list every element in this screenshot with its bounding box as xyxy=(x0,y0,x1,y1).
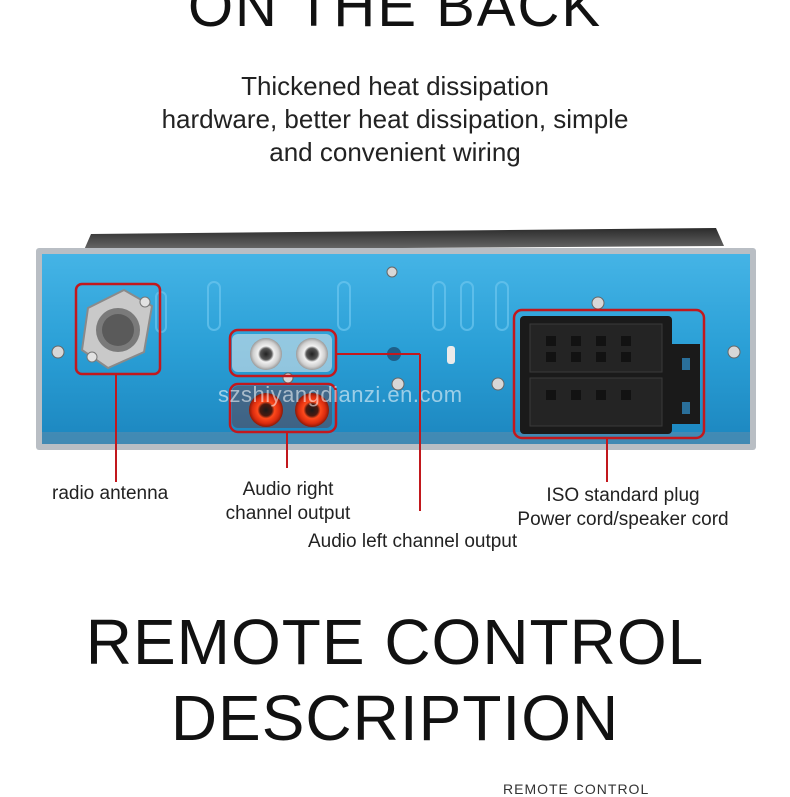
footer-partial-text: REMOTE CONTROL xyxy=(503,781,650,797)
subtitle-line-2: hardware, better heat dissipation, simpl… xyxy=(161,104,629,134)
label-audio-right: Audio right channel output xyxy=(208,478,368,526)
heading-description: DESCRIPTION xyxy=(170,682,620,754)
subtitle-line-1: Thickened heat dissipation xyxy=(241,71,549,101)
rca-jacks xyxy=(232,334,332,428)
heading-remote-control: REMOTE CONTROL xyxy=(85,606,705,678)
callout-line-left-output xyxy=(419,354,421,511)
heading-on-the-back: ON THE BACK xyxy=(187,0,603,39)
label-audio-right-line-2: channel output xyxy=(225,503,351,524)
label-audio-right-line-1: Audio right xyxy=(242,479,334,500)
callout-line-iso xyxy=(606,438,608,482)
antenna-socket xyxy=(80,288,154,370)
label-audio-left: Audio left channel output xyxy=(308,531,518,552)
label-iso-line-2: Power cord/speaker cord xyxy=(517,509,729,530)
callout-boxes xyxy=(74,282,706,440)
callout-line-right-output xyxy=(286,432,288,468)
watermark: szshiyangdianzi.en.com xyxy=(218,382,463,407)
car-stereo-back-panel xyxy=(36,228,756,450)
label-radio-antenna: radio antenna xyxy=(52,483,169,504)
housing-top-edge xyxy=(84,228,724,250)
label-iso-plug: ISO standard plug Power cord/speaker cor… xyxy=(500,484,746,532)
label-iso-line-1: ISO standard plug xyxy=(546,485,700,506)
subtitle: Thickened heat dissipation hardware, bet… xyxy=(95,70,695,169)
subtitle-line-3: and convenient wiring xyxy=(269,137,521,167)
iso-connector xyxy=(520,316,700,434)
callout-line-antenna xyxy=(115,374,117,482)
